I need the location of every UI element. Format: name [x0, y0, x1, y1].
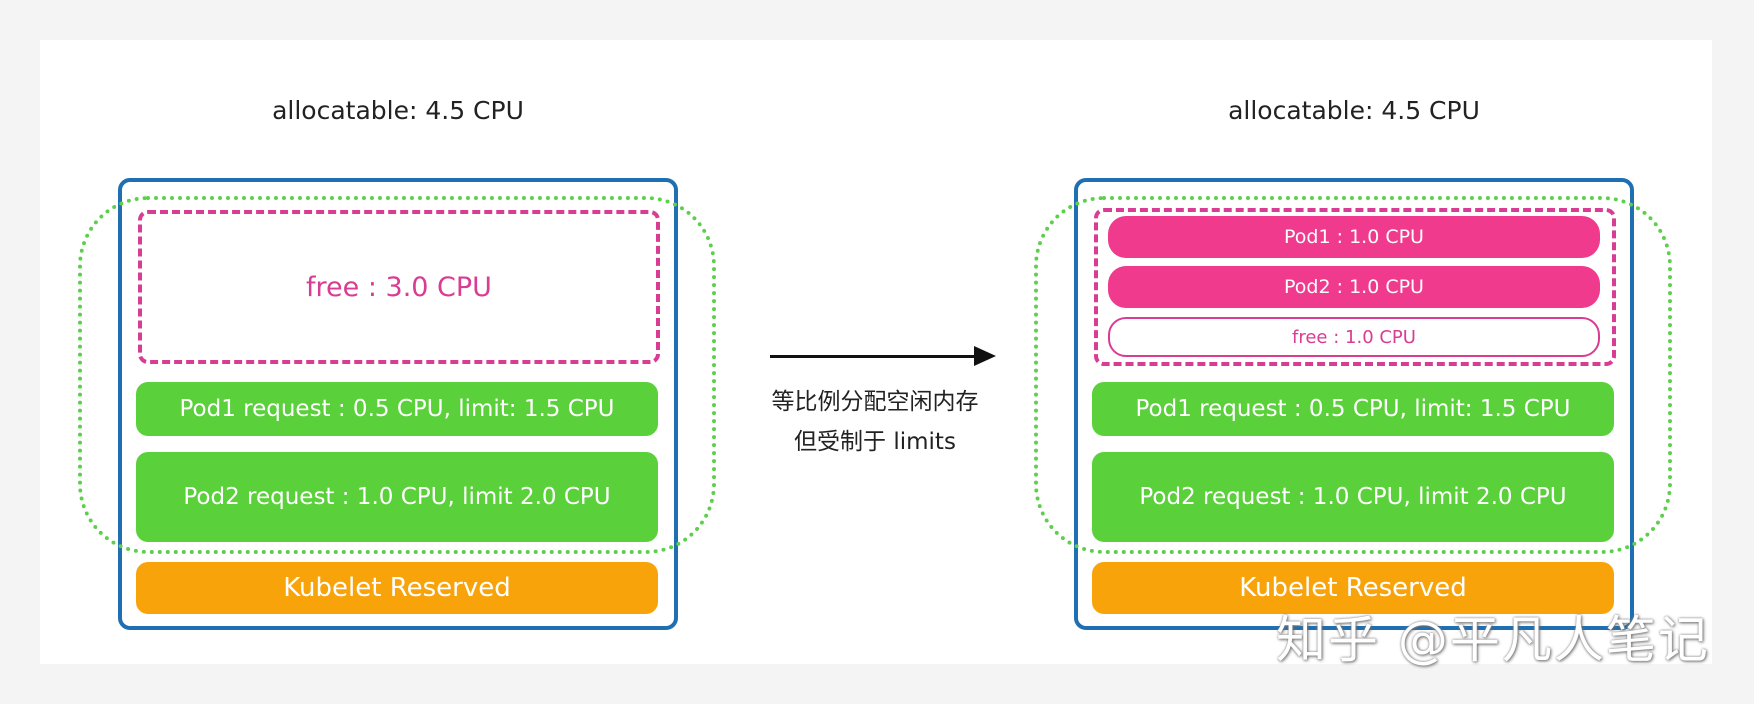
left-pods-group: [78, 196, 716, 554]
right-node-box: [1074, 178, 1634, 630]
right-free-share: free : 1.0 CPU: [1108, 317, 1600, 357]
right-title: allocatable: 4.5 CPU: [1228, 96, 1480, 125]
left-free-region: [138, 210, 660, 364]
left-pod1-bar: Pod1 request : 0.5 CPU, limit: 1.5 CPU: [136, 382, 658, 436]
left-free-label: free : 3.0 CPU: [306, 271, 492, 303]
left-kubelet-reserved: Kubelet Reserved: [136, 562, 658, 614]
right-pod2-bar: Pod2 request : 1.0 CPU, limit 2.0 CPU: [1092, 452, 1614, 542]
arrow-caption-line2: 但受制于 limits: [794, 429, 956, 455]
arrow-right-icon: [974, 346, 996, 366]
right-pod2-share: Pod2 : 1.0 CPU: [1108, 266, 1600, 308]
right-pod1-share: Pod1 : 1.0 CPU: [1108, 216, 1600, 258]
arrow-line: [770, 355, 978, 358]
left-title: allocatable: 4.5 CPU: [272, 96, 524, 125]
watermark: 知乎 @平凡人笔记: [1276, 611, 1710, 669]
right-kubelet-reserved: Kubelet Reserved: [1092, 562, 1614, 614]
right-pods-group: [1034, 196, 1672, 554]
left-pod2-bar: Pod2 request : 1.0 CPU, limit 2.0 CPU: [136, 452, 658, 542]
right-pod1-bar: Pod1 request : 0.5 CPU, limit: 1.5 CPU: [1092, 382, 1614, 436]
left-node-box: [118, 178, 678, 630]
arrow-caption-line1: 等比例分配空闲内存: [771, 389, 979, 415]
right-free-region: [1094, 208, 1616, 366]
